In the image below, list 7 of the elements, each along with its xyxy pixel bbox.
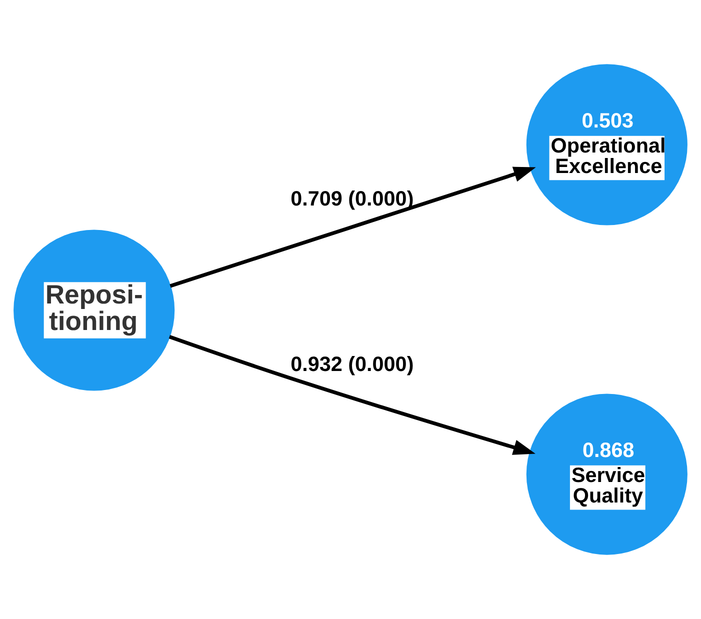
edge-label: 0.709 (0.000)	[290, 188, 414, 211]
node-circle: 0.503 Operational Excellence	[526, 64, 688, 226]
edge-label: 0.932 (0.000)	[290, 353, 414, 376]
node-circle: 0.868 Service Quality	[526, 394, 688, 555]
arrow	[168, 335, 536, 455]
node-circle: Reposi- tioning	[14, 230, 175, 391]
arrow	[170, 166, 536, 288]
